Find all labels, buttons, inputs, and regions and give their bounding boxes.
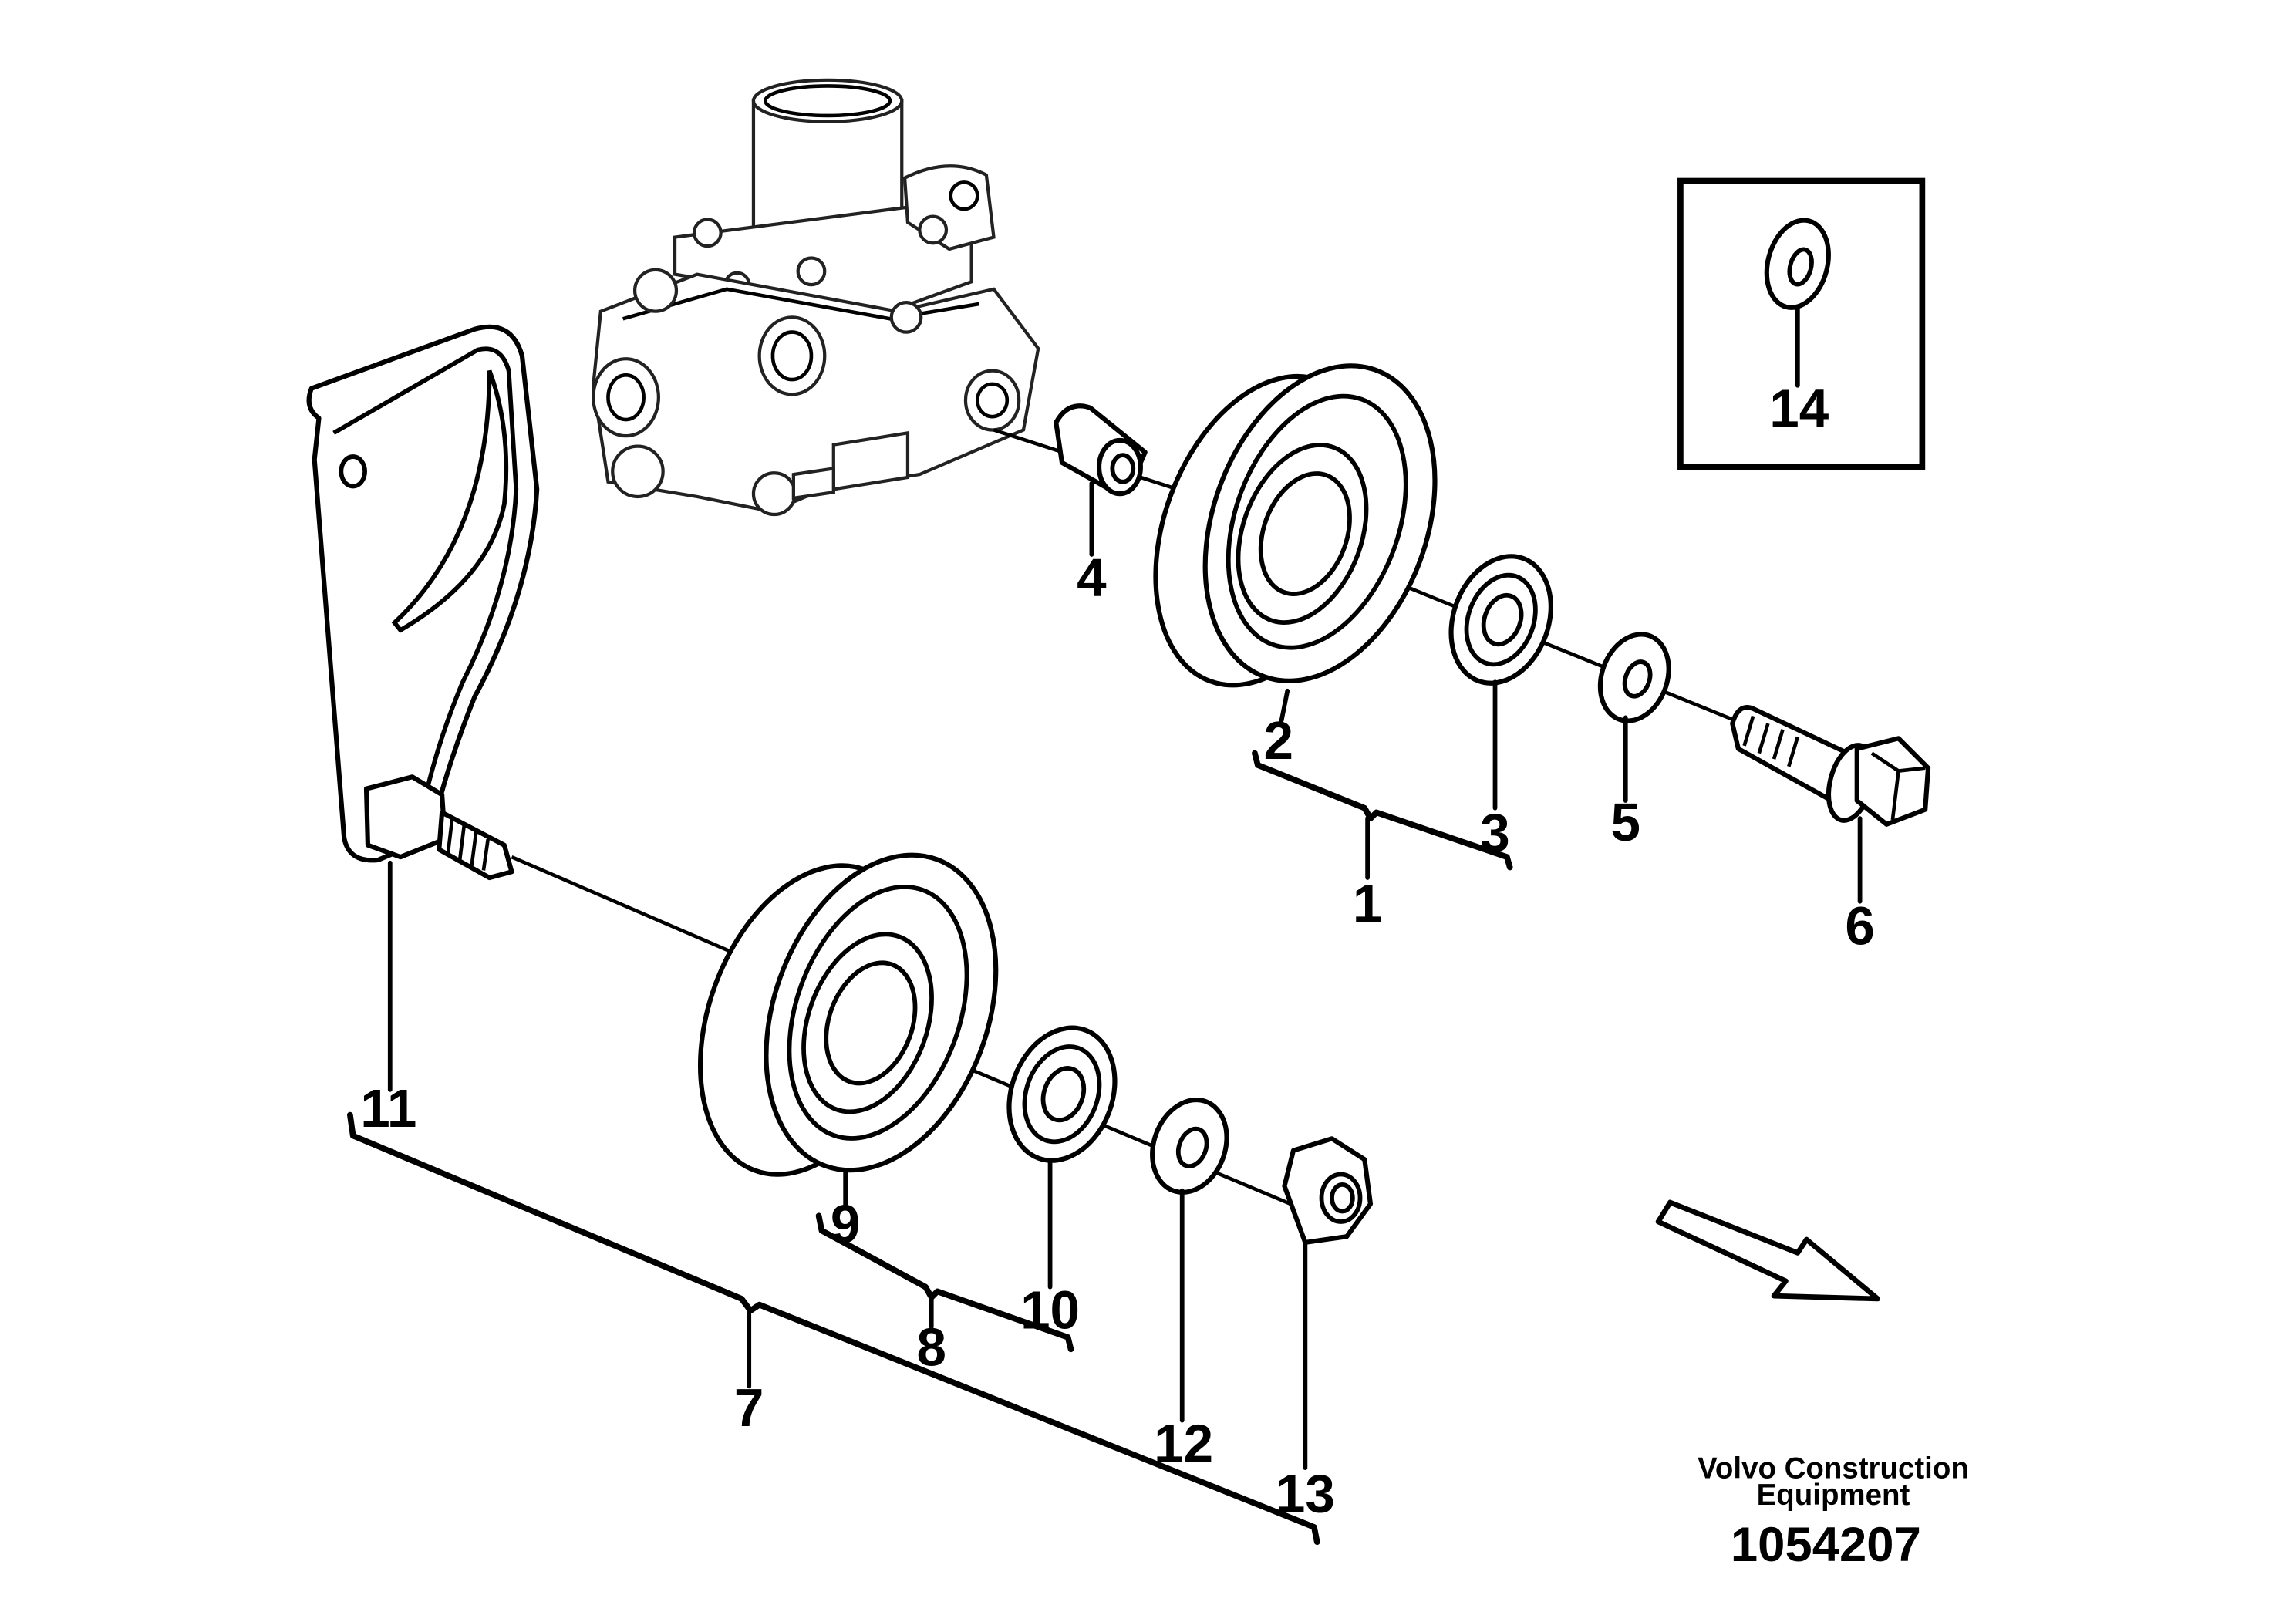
label-part-7: 7 xyxy=(734,1378,764,1438)
label-part-6: 6 xyxy=(1845,896,1875,956)
label-part-13: 13 xyxy=(1276,1464,1335,1524)
manufacturer-name-line1: Volvo Construction xyxy=(1698,1452,1969,1485)
group-brackets xyxy=(347,750,1513,1546)
label-part-5: 5 xyxy=(1610,792,1640,852)
pulley-part-2 xyxy=(1153,363,1438,688)
label-part-3: 3 xyxy=(1480,802,1510,862)
bolt-part-6 xyxy=(1730,705,1931,827)
label-part-4: 4 xyxy=(1077,548,1107,608)
washer-part-12 xyxy=(1150,1097,1229,1195)
assembly-axes xyxy=(511,428,1736,1206)
nut-part-13 xyxy=(1282,1136,1374,1245)
label-part-11: 11 xyxy=(360,1078,416,1138)
sleeve-part-4 xyxy=(1054,403,1148,497)
label-part-8: 8 xyxy=(916,1317,946,1377)
inset-box xyxy=(1677,177,1926,470)
label-part-9: 9 xyxy=(831,1194,861,1254)
label-part-2: 2 xyxy=(1263,710,1293,771)
label-part-12: 12 xyxy=(1154,1413,1213,1473)
pulley-part-9 xyxy=(698,852,999,1177)
direction-arrow-icon xyxy=(1655,1199,1881,1302)
footer-block: Volvo Construction Equipment 1054207 xyxy=(1698,1452,1969,1573)
bearing-part-10 xyxy=(1006,1025,1118,1163)
label-part-10: 10 xyxy=(1020,1280,1080,1340)
label-part-1: 1 xyxy=(1353,874,1383,934)
document-number: 1054207 xyxy=(1731,1518,1921,1572)
mounting-bracket xyxy=(306,324,540,881)
valve-housing xyxy=(592,78,1040,517)
bearing-part-3 xyxy=(1448,554,1553,686)
part-number-labels: 1 2 3 4 5 6 7 8 9 10 11 12 13 14 xyxy=(360,379,1875,1524)
label-part-14: 14 xyxy=(1769,379,1829,439)
washer-part-14 xyxy=(1764,218,1831,310)
washer-part-5 xyxy=(1597,632,1671,723)
leader-lines xyxy=(387,305,1863,1470)
manufacturer-name-line2: Equipment xyxy=(1757,1479,1910,1512)
